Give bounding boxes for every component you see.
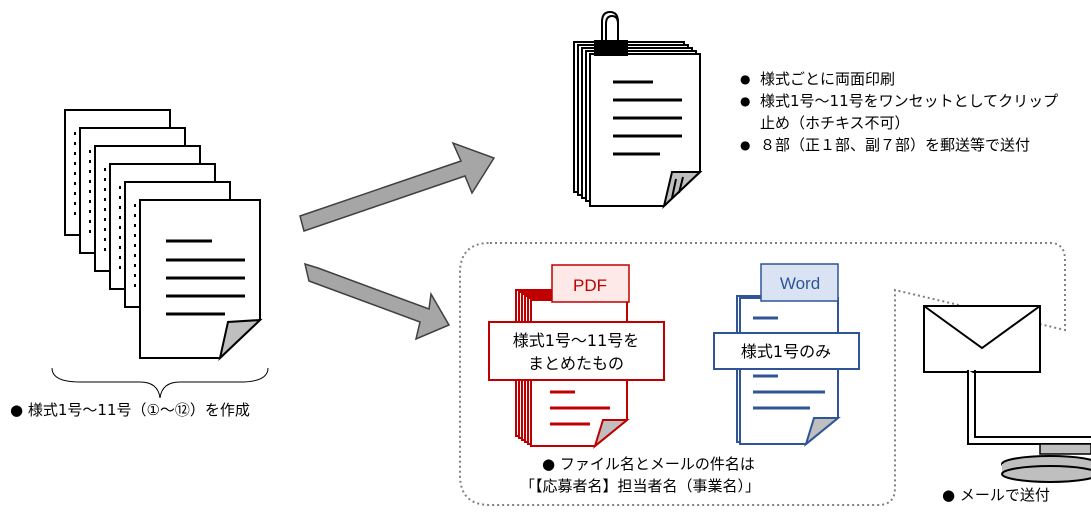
- arrow-to-print-icon: [299, 141, 496, 232]
- arrow-to-email-icon: [303, 262, 451, 341]
- clipped-document-stack-icon: [573, 10, 703, 210]
- pdf-label-line2: まとめたもの: [528, 354, 624, 373]
- envelope-icon: [923, 305, 1041, 373]
- left-caption: ● 様式1号～11号（①～⑫）を作成: [10, 401, 250, 419]
- mail-note: ● メールで送付: [942, 486, 1050, 504]
- computer-monitor-icon: [967, 370, 1091, 483]
- email-callout-bubble: [459, 242, 1066, 506]
- file-name-note-line1: ● ファイル名とメールの件名は: [542, 455, 755, 473]
- brace-icon: [51, 367, 269, 399]
- pdf-document-icon: PDF 様式1号～11号を まとめたもの: [488, 264, 665, 449]
- source-document-stack-icon: [64, 109, 263, 361]
- print-note-1: 様式ごとに両面印刷: [740, 68, 1058, 90]
- print-note-3: ８部（正１部、副７部）を郵送等で送付: [740, 134, 1058, 156]
- print-notes-list: 様式ごとに両面印刷 様式1号～11号をワンセットとしてクリップ止め（ホチキス不可…: [740, 68, 1058, 156]
- word-badge: Word: [780, 274, 820, 293]
- word-document-icon: Word 様式1号のみ: [713, 263, 860, 447]
- word-label: 様式1号のみ: [741, 342, 831, 361]
- file-name-note-line2: 「【応募者名】担当者名（事業名）」: [520, 477, 761, 495]
- pdf-label-line1: 様式1号～11号を: [513, 331, 640, 350]
- pdf-badge: PDF: [573, 276, 607, 295]
